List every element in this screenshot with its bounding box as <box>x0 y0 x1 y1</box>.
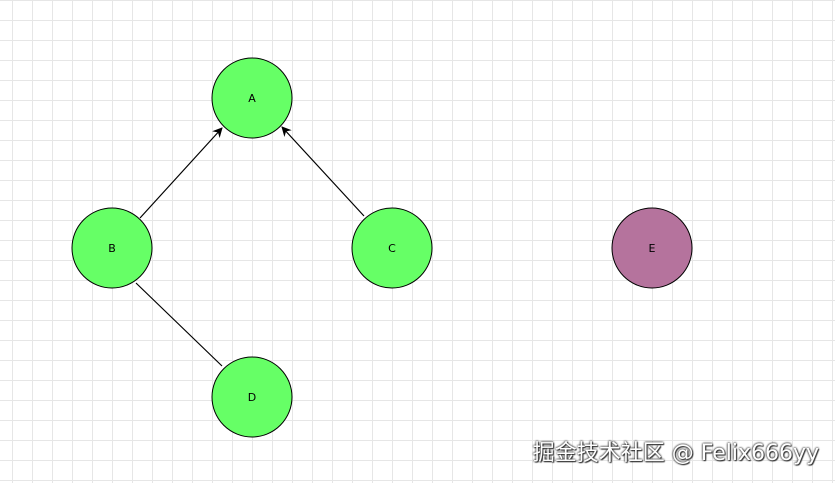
node-d[interactable]: D <box>211 356 293 438</box>
node-e[interactable]: E <box>611 207 693 289</box>
node-e-label: E <box>649 242 656 255</box>
edge-b-to-a <box>139 127 223 219</box>
node-a[interactable]: A <box>211 57 293 139</box>
node-b-label: B <box>108 242 116 255</box>
node-b[interactable]: B <box>71 207 153 289</box>
node-c-label: C <box>388 242 396 255</box>
watermark: 掘金技术社区 @ Felix666yy <box>532 441 819 466</box>
node-a-label: A <box>248 92 256 105</box>
edge-d-to-b <box>135 282 223 367</box>
node-c[interactable]: C <box>351 207 433 289</box>
node-d-label: D <box>248 391 256 404</box>
edge-c-to-a <box>281 126 365 217</box>
